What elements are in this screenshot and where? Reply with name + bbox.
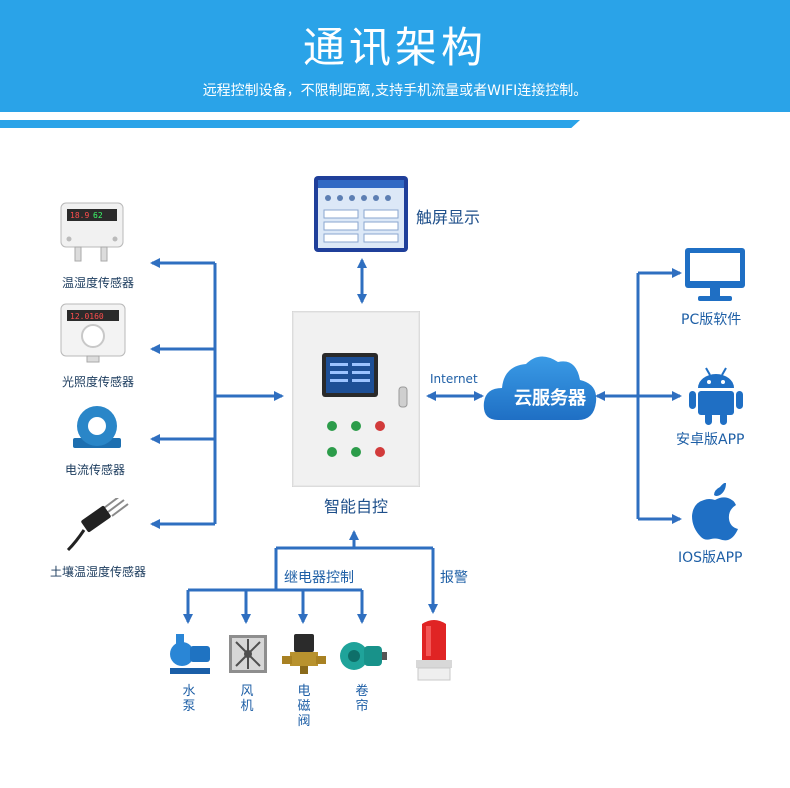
sensor-label: 电流传感器 — [65, 463, 126, 477]
water-pump-icon — [170, 634, 210, 674]
fan-icon — [229, 635, 267, 673]
cloud-server — [480, 344, 600, 430]
page-subtitle: 远程控制设备，不限制距离,支持手机流量或者WIFI连接控制。 — [202, 83, 588, 99]
fan — [228, 634, 268, 674]
current-sensor — [65, 402, 129, 452]
light-sensor: 12.0160 — [55, 300, 135, 365]
alarm-label: 报警 — [440, 570, 468, 586]
pc-client — [684, 247, 746, 303]
cloud-label: 云服务器 — [514, 388, 586, 409]
actuator-label: 水泵 — [182, 684, 196, 714]
internet-label: Internet — [430, 372, 478, 386]
actuator-label: 风机 — [240, 684, 254, 714]
header-banner: 通讯架构 远程控制设备，不限制距离,支持手机流量或者WIFI连接控制。 — [0, 0, 790, 112]
svg-text:12.0160: 12.0160 — [70, 312, 104, 321]
water-pump — [166, 632, 212, 676]
alarm-light-icon — [416, 620, 452, 681]
relay-label: 继电器控制 — [284, 570, 354, 586]
touchscreen-label: 触屏显示 — [416, 208, 481, 227]
svg-text:18.9: 18.9 — [70, 211, 89, 220]
actuator-label: 卷帘 — [355, 684, 369, 714]
android-icon — [689, 367, 743, 425]
header-stripe — [0, 120, 580, 128]
sensor-label: 温湿度传感器 — [62, 276, 135, 290]
touchscreen-icon — [314, 176, 408, 252]
light-sensor-icon: 12.0160 — [60, 303, 126, 363]
actuator-label: 电磁阀 — [297, 684, 311, 729]
page-title: 通讯架构 — [302, 23, 487, 72]
ios-client — [690, 482, 740, 541]
temp-humidity-sensor-icon: 18.9 62 — [60, 202, 124, 262]
solenoid-valve — [282, 632, 326, 676]
monitor-icon — [685, 248, 745, 301]
apple-icon — [692, 482, 738, 541]
temp-humidity-sensor: 18.9 62 — [55, 197, 135, 267]
current-sensor-icon — [73, 406, 121, 448]
controller-label: 智能自控 — [324, 497, 389, 516]
solenoid-valve-icon — [282, 634, 326, 674]
soil-sensor — [62, 495, 132, 558]
svg-text:62: 62 — [93, 211, 103, 220]
client-label: 安卓版APP — [676, 432, 745, 448]
client-label: PC版软件 — [681, 312, 742, 328]
touchscreen-display — [314, 176, 408, 252]
alarm-light — [412, 616, 456, 682]
cloud-icon — [483, 356, 597, 420]
roller-motor — [338, 636, 388, 674]
sensor-label: 光照度传感器 — [62, 375, 135, 389]
client-label: IOS版APP — [678, 550, 743, 566]
control-cabinet-icon — [291, 310, 421, 488]
roller-motor-icon — [340, 642, 387, 670]
soil-sensor-icon — [66, 495, 129, 552]
sensor-label: 土壤温湿度传感器 — [50, 565, 147, 579]
control-cabinet — [291, 310, 421, 488]
android-client — [688, 364, 744, 426]
